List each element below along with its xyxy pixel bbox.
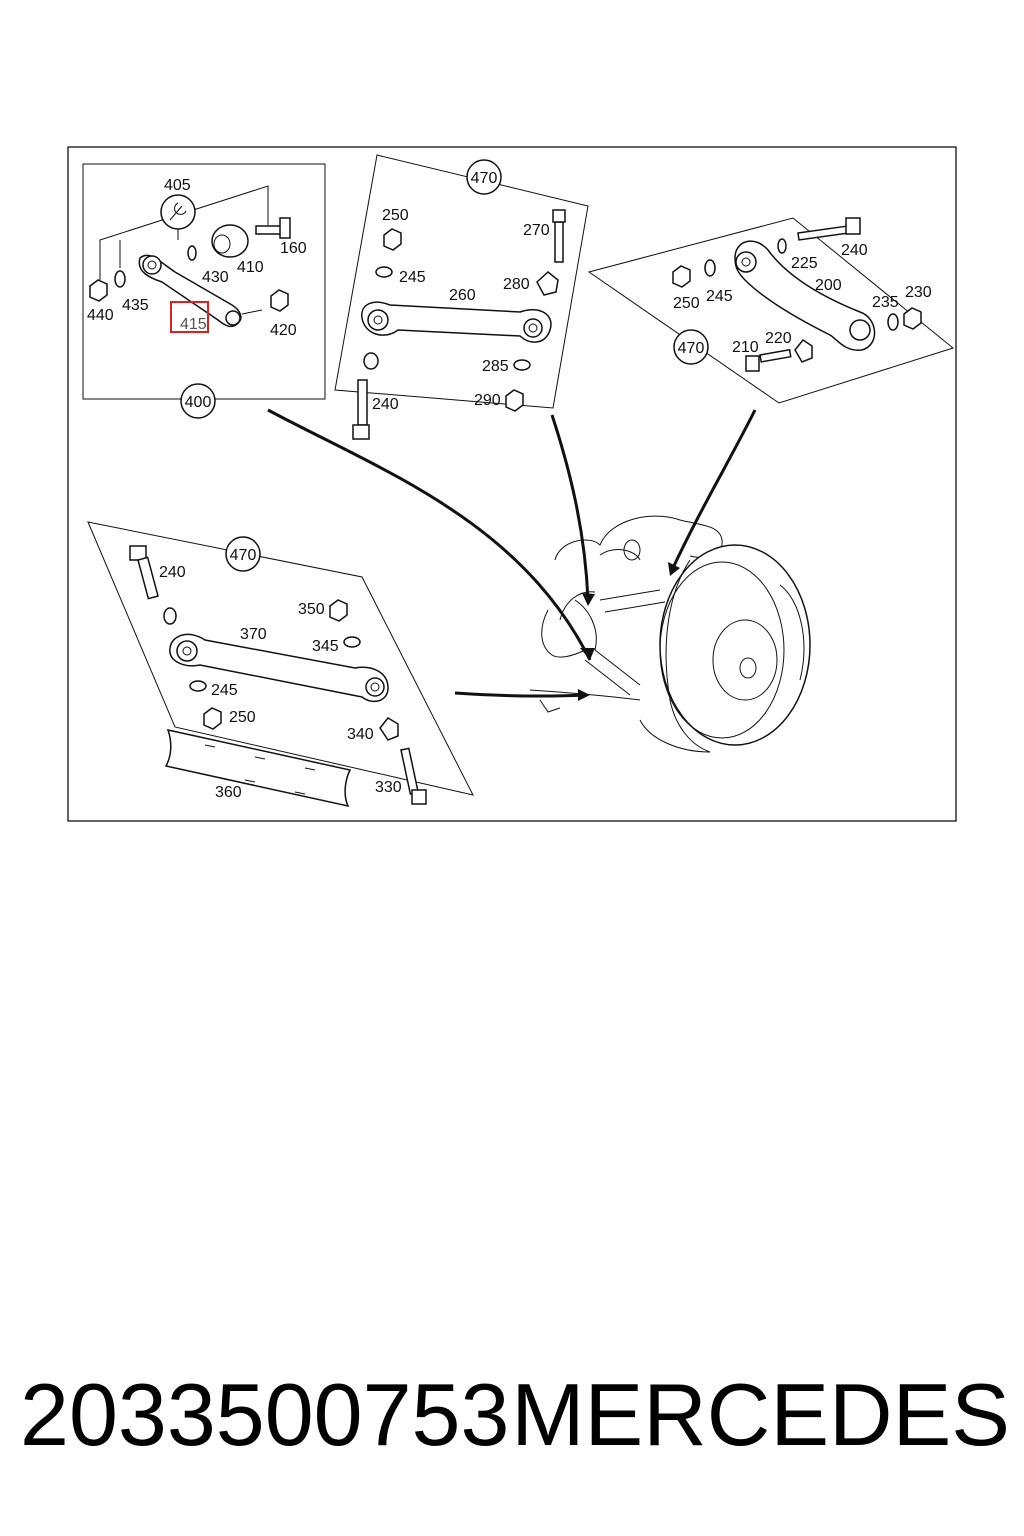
- label-280: 280: [503, 276, 530, 293]
- label-290: 290: [474, 392, 501, 409]
- label-430: 430: [202, 269, 229, 286]
- label-415: 415: [180, 316, 207, 333]
- label-400: 400: [185, 394, 212, 411]
- label-435: 435: [122, 297, 149, 314]
- callout-470-left: [225, 536, 261, 572]
- label-245-right: 245: [706, 288, 733, 305]
- label-235: 235: [872, 294, 899, 311]
- wheel-hub-assembly: [529, 515, 811, 753]
- label-330: 330: [375, 779, 402, 796]
- group-470-top: 470 250 270 245 280 260 285 290 240: [334, 154, 589, 440]
- label-220: 220: [765, 330, 792, 347]
- label-340: 340: [347, 726, 374, 743]
- label-160: 160: [280, 240, 307, 257]
- label-240-top: 240: [372, 396, 399, 413]
- part-number: 2033500753: [20, 1365, 510, 1464]
- label-240-left: 240: [159, 564, 186, 581]
- brake-disc: [659, 544, 811, 746]
- pointer-arrows: [267, 408, 757, 701]
- label-225: 225: [791, 255, 818, 272]
- label-270: 270: [523, 222, 550, 239]
- label-250-top: 250: [382, 207, 409, 224]
- part-370-arm: [169, 633, 389, 703]
- label-410: 410: [237, 259, 264, 276]
- label-230: 230: [905, 284, 932, 301]
- part-200-arm: [734, 240, 876, 351]
- part-360-cover: [164, 728, 352, 808]
- group-470-right-frame: [587, 217, 955, 404]
- brand-name: MERCEDES: [511, 1365, 1010, 1464]
- callout-470-top: [466, 159, 502, 195]
- group-400: 400 405 160 410 430 435 440 415 420: [82, 163, 326, 419]
- wrench-icon: [160, 194, 196, 230]
- group-470-left: 470 240 350 370 345 245 250 340 360 330: [87, 521, 474, 808]
- label-250-right: 250: [673, 295, 700, 312]
- label-345: 345: [312, 638, 339, 655]
- part-260-arm: [361, 301, 552, 343]
- group-470-right: 470 240 225 200 250 245 235 230 210 220: [587, 217, 955, 404]
- group-470-left-frame: [87, 521, 474, 796]
- highlight-box-415: [170, 301, 209, 333]
- label-470-top: 470: [471, 170, 498, 187]
- label-370: 370: [240, 626, 267, 643]
- label-245-top: 245: [399, 269, 426, 286]
- caption: 2033500753 MERCEDES: [20, 1365, 1010, 1465]
- label-440: 440: [87, 307, 114, 324]
- label-285: 285: [482, 358, 509, 375]
- label-240-right: 240: [841, 242, 868, 259]
- label-250-left: 250: [229, 709, 256, 726]
- label-420: 420: [270, 322, 297, 339]
- diagram-frame: [67, 146, 957, 822]
- callout-470-right: [673, 329, 709, 365]
- label-470-left: 470: [230, 547, 257, 564]
- label-360: 360: [215, 784, 242, 801]
- label-245-left: 245: [211, 682, 238, 699]
- callout-400: [180, 383, 216, 419]
- label-210: 210: [732, 339, 759, 356]
- group-470-top-frame: [334, 154, 589, 409]
- label-405: 405: [164, 177, 191, 194]
- label-200: 200: [815, 277, 842, 294]
- label-350: 350: [298, 601, 325, 618]
- label-260: 260: [449, 287, 476, 304]
- parts-diagram: 400 405 160 410 430 435 440 415 420: [67, 146, 957, 822]
- label-470-right: 470: [678, 340, 705, 357]
